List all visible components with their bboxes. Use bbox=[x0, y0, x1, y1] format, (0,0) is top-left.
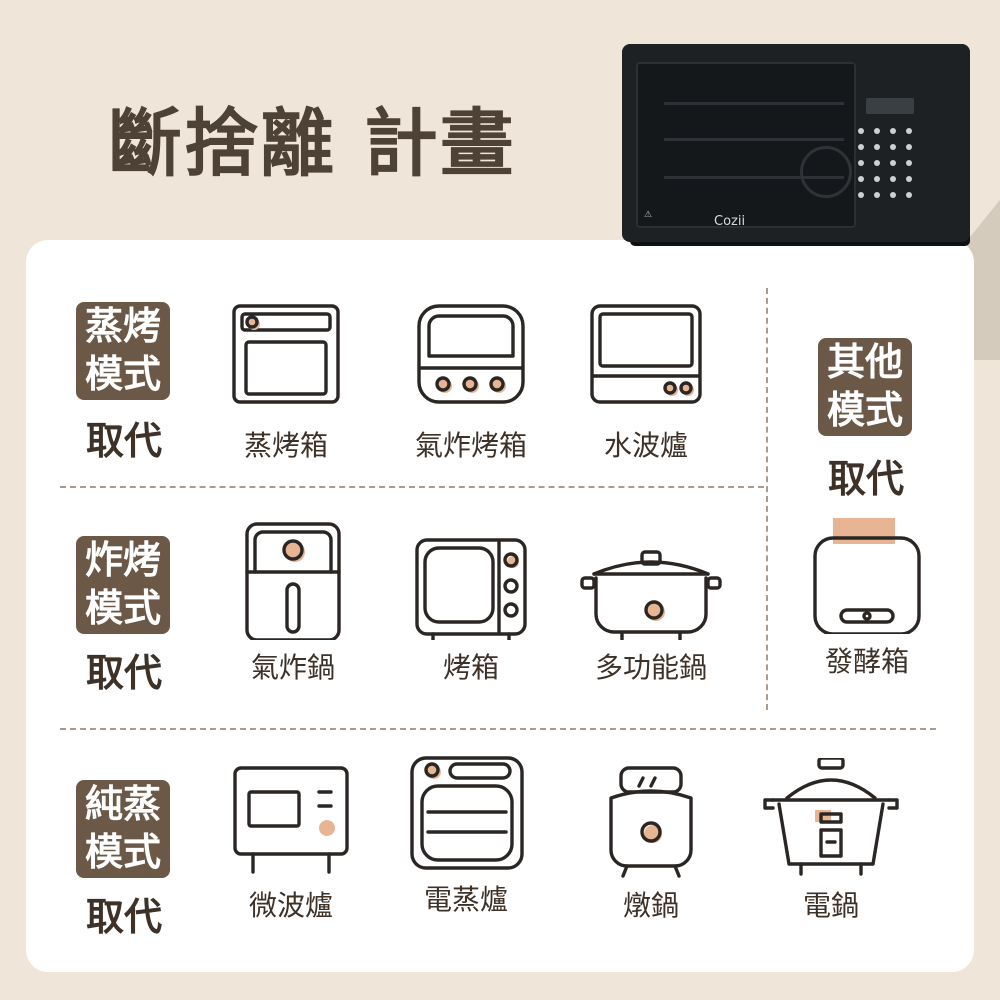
rice-cooker-icon bbox=[763, 758, 899, 876]
oven-button-dot bbox=[890, 128, 896, 134]
item-stew-pot: 燉鍋 bbox=[576, 758, 726, 948]
item-water-wave-oven: 水波爐 bbox=[571, 298, 721, 488]
steam-oven-icon bbox=[232, 304, 340, 404]
badge-line: 模式 bbox=[826, 388, 903, 432]
row-divider bbox=[60, 486, 764, 488]
mode-badge-other: 其他 模式 bbox=[818, 338, 912, 436]
item-rice-cooker: 電鍋 bbox=[756, 758, 906, 948]
oven-button-dot bbox=[906, 128, 912, 134]
item-microwave: 微波爐 bbox=[216, 758, 366, 948]
proofing-box-icon bbox=[813, 518, 921, 634]
oven-rack bbox=[664, 138, 844, 141]
oven-fan bbox=[800, 146, 852, 198]
oven-button-dot bbox=[858, 128, 864, 134]
item-label: 氣炸烤箱 bbox=[414, 429, 527, 462]
oven-button-dot bbox=[890, 176, 896, 182]
oven-button-dot bbox=[874, 176, 880, 182]
oven-button-dot bbox=[858, 192, 864, 198]
stew-pot-icon bbox=[609, 766, 693, 878]
microwave-icon bbox=[233, 766, 349, 874]
item-toaster-oven: 烤箱 bbox=[396, 520, 546, 710]
badge-line: 模式 bbox=[84, 352, 161, 396]
replace-label: 取代 bbox=[827, 457, 904, 501]
oven-button-dot bbox=[858, 160, 864, 166]
replace-label: 取代 bbox=[85, 419, 162, 463]
row-divider bbox=[60, 728, 936, 730]
item-label: 水波爐 bbox=[603, 429, 688, 462]
replace-label: 取代 bbox=[85, 651, 162, 695]
replace-label: 取代 bbox=[85, 895, 162, 939]
oven-button-dot bbox=[906, 176, 912, 182]
item-label: 烤箱 bbox=[442, 651, 499, 684]
item-proofing-box: 發酵箱 bbox=[792, 514, 942, 704]
oven-button-dot bbox=[874, 128, 880, 134]
oven-button-dot bbox=[906, 144, 912, 150]
badge-line: 純蒸 bbox=[84, 782, 161, 826]
oven-button-dot bbox=[858, 176, 864, 182]
electric-steamer-icon bbox=[410, 756, 524, 870]
oven-button-dot bbox=[890, 160, 896, 166]
oven-button-dot bbox=[858, 144, 864, 150]
item-label: 電鍋 bbox=[802, 889, 859, 922]
multi-cooker-icon bbox=[580, 550, 722, 640]
item-steam-oven: 蒸烤箱 bbox=[211, 298, 361, 488]
oven-brand: Cozii bbox=[714, 214, 746, 229]
item-label: 發酵箱 bbox=[824, 645, 909, 678]
item-label: 燉鍋 bbox=[622, 889, 679, 922]
water-wave-oven-icon bbox=[590, 304, 702, 404]
toaster-oven-icon bbox=[415, 538, 527, 640]
oven-button-dot bbox=[890, 192, 896, 198]
item-label: 電蒸爐 bbox=[423, 883, 508, 916]
oven-window bbox=[636, 62, 856, 228]
oven-button-dot bbox=[874, 144, 880, 150]
oven-display bbox=[866, 98, 914, 114]
oven-rack bbox=[664, 176, 844, 179]
item-label: 蒸烤箱 bbox=[243, 429, 328, 462]
warning-icon: ⚠ bbox=[644, 210, 653, 220]
badge-line: 模式 bbox=[84, 586, 161, 630]
item-air-fryer: 氣炸鍋 bbox=[218, 520, 368, 710]
oven-button-dot bbox=[906, 160, 912, 166]
badge-line: 其他 bbox=[826, 340, 903, 384]
oven-button-dot bbox=[906, 192, 912, 198]
badge-line: 蒸烤 bbox=[84, 304, 161, 348]
page-title: 斷捨離 計畫 bbox=[108, 101, 516, 187]
oven-button-dot bbox=[874, 160, 880, 166]
badge-line: 炸烤 bbox=[84, 538, 161, 582]
air-fryer-oven-icon bbox=[417, 304, 525, 404]
badge-line: 模式 bbox=[84, 830, 161, 874]
oven-rack bbox=[664, 102, 844, 105]
item-label: 微波爐 bbox=[248, 889, 333, 922]
oven-button-dot bbox=[890, 144, 896, 150]
oven-product-image: ⚠ Cozii bbox=[622, 44, 970, 250]
mode-badge-steam-bake: 蒸烤 模式 bbox=[76, 302, 170, 400]
column-divider bbox=[766, 288, 768, 710]
item-multi-cooker: 多功能鍋 bbox=[576, 520, 726, 710]
item-air-fryer-oven: 氣炸烤箱 bbox=[396, 298, 546, 488]
air-fryer-icon bbox=[245, 522, 341, 640]
item-electric-steamer: 電蒸爐 bbox=[391, 752, 541, 942]
mode-badge-pure-steam: 純蒸 模式 bbox=[76, 780, 170, 878]
mode-badge-fry-bake: 炸烤 模式 bbox=[76, 536, 170, 634]
oven-body: ⚠ Cozii bbox=[622, 44, 970, 242]
oven-button-dot bbox=[874, 192, 880, 198]
item-label: 氣炸鍋 bbox=[250, 651, 335, 684]
item-label: 多功能鍋 bbox=[594, 651, 707, 684]
